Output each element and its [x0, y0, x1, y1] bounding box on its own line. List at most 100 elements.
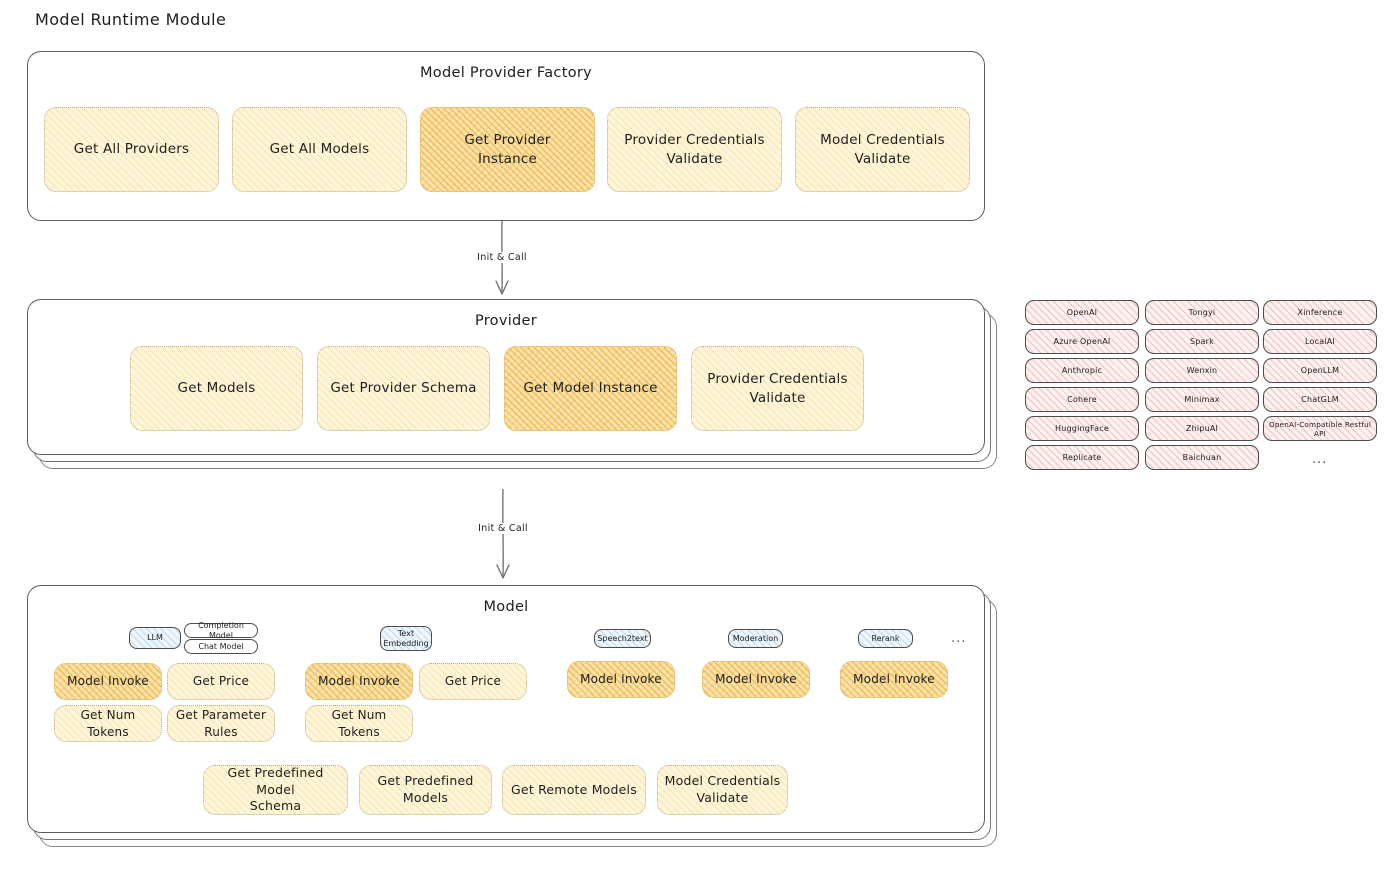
chip-label: OpenLLM [1300, 366, 1340, 375]
provider-node-get-models[interactable]: Get Models [130, 346, 303, 431]
model-subtype-badge-completion-model[interactable]: Completion Model [184, 620, 258, 640]
node-label: Get Provider Instance [464, 132, 551, 167]
provider-chip-zhipuai[interactable]: ZhipuAI [1145, 416, 1259, 441]
badge-label: Rerank [871, 633, 900, 643]
node-label: Get All Models [269, 141, 370, 158]
chip-label: Replicate [1062, 453, 1102, 462]
chip-label: OpenAI [1066, 308, 1098, 317]
model-shared-get-remote-models[interactable]: Get Remote Models [502, 765, 646, 815]
factory-title: Model Provider Factory [419, 65, 593, 81]
model-type-badge-llm[interactable]: LLM [129, 627, 181, 649]
provider-list-more-ellipsis: ... [1312, 452, 1328, 467]
provider-chip-chatglm[interactable]: ChatGLM [1263, 387, 1377, 412]
provider-chip-tongyi[interactable]: Tongyi [1145, 300, 1259, 325]
node-label: Get Num Tokens [331, 708, 387, 739]
badge-label: LLM [147, 633, 163, 643]
chip-label: LocalAI [1305, 337, 1335, 346]
node-label: Model Invoke [318, 674, 400, 689]
chip-label: Cohere [1067, 395, 1097, 404]
chip-label: OpenAI-Compatible Restful API [1268, 419, 1372, 438]
chip-label: ChatGLM [1301, 395, 1339, 404]
provider-chip-azure-openai[interactable]: Azure OpenAI [1025, 329, 1139, 354]
node-label: Get Provider Schema [330, 380, 477, 397]
factory-node-get-all-providers[interactable]: Get All Providers [44, 107, 219, 192]
model-shared-get-predefined-models[interactable]: Get Predefined Models [359, 765, 492, 815]
node-label: Model Credentials Validate [820, 132, 945, 167]
factory-node-get-all-models[interactable]: Get All Models [232, 107, 407, 192]
factory-node-model-credentials-validate[interactable]: Model Credentials Validate [795, 107, 970, 192]
provider-node-provider-credentials-validate[interactable]: Provider Credentials Validate [691, 346, 864, 431]
provider-chip-openai-compatible-restful-api[interactable]: OpenAI-Compatible Restful API [1263, 416, 1377, 441]
arrow-label-init-call-2: Init & Call [473, 523, 533, 534]
provider-chip-wenxin[interactable]: Wenxin [1145, 358, 1259, 383]
moderation-method-model-invoke[interactable]: Model Invoke [702, 661, 810, 698]
badge-label: Completion Model [198, 620, 244, 640]
provider-chip-cohere[interactable]: Cohere [1025, 387, 1139, 412]
node-label: Get Price [444, 674, 502, 689]
node-label: Provider Credentials Validate [624, 132, 765, 167]
text-embedding-method-model-invoke[interactable]: Model Invoke [305, 663, 413, 700]
model-types-more-ellipsis: ... [951, 631, 967, 646]
model-shared-model-credentials-validate[interactable]: Model Credentials Validate [657, 765, 788, 815]
node-label: Get Model Instance [523, 380, 658, 397]
model-subtype-badge-chat-model[interactable]: Chat Model [184, 639, 258, 654]
node-label: Get Predefined Models [377, 773, 474, 805]
provider-chip-localai[interactable]: LocalAI [1263, 329, 1377, 354]
node-label: Get All Providers [73, 141, 190, 158]
node-label: Model Invoke [715, 672, 797, 687]
llm-method-get-parameter-rules[interactable]: Get Parameter Rules [167, 705, 275, 742]
arrow-label-init-call-1: Init & Call [472, 252, 532, 263]
provider-chip-baichuan[interactable]: Baichuan [1145, 445, 1259, 470]
provider-node-get-model-instance[interactable]: Get Model Instance [504, 346, 677, 431]
text-embedding-method-get-price[interactable]: Get Price [419, 663, 527, 700]
badge-label: Moderation [732, 633, 779, 643]
model-type-badge-speech2text[interactable]: Speech2text [594, 629, 651, 648]
provider-chip-spark[interactable]: Spark [1145, 329, 1259, 354]
chip-label: ZhipuAI [1185, 424, 1219, 433]
model-title: Model [483, 599, 529, 615]
llm-method-get-price[interactable]: Get Price [167, 663, 275, 700]
factory-node-provider-credentials-validate[interactable]: Provider Credentials Validate [607, 107, 782, 192]
provider-chip-openai[interactable]: OpenAI [1025, 300, 1139, 325]
provider-title: Provider [474, 313, 538, 329]
node-label: Get Predefined Model Schema [227, 764, 324, 814]
chip-label: Wenxin [1186, 366, 1218, 375]
page-title: Model Runtime Module [35, 10, 227, 29]
model-type-badge-moderation[interactable]: Moderation [728, 629, 783, 648]
provider-chip-xinference[interactable]: Xinference [1263, 300, 1377, 325]
node-label: Get Price [192, 674, 250, 689]
chip-label: Baichuan [1182, 453, 1222, 462]
chip-label: Spark [1190, 337, 1214, 346]
model-type-badge-rerank[interactable]: Rerank [858, 629, 913, 648]
rerank-method-model-invoke[interactable]: Model Invoke [840, 661, 948, 698]
node-label: Get Num Tokens [80, 708, 136, 739]
chip-label: Minimax [1184, 395, 1220, 404]
provider-chip-replicate[interactable]: Replicate [1025, 445, 1139, 470]
provider-node-get-provider-schema[interactable]: Get Provider Schema [317, 346, 490, 431]
chip-label: HuggingFace [1055, 424, 1109, 433]
text-embedding-method-get-num-tokens[interactable]: Get Num Tokens [305, 705, 413, 742]
provider-chip-anthropic[interactable]: Anthropic [1025, 358, 1139, 383]
node-label: Get Models [177, 380, 256, 397]
speech2text-method-model-invoke[interactable]: Model Invoke [567, 661, 675, 698]
badge-label: Speech2text [597, 633, 648, 643]
provider-chip-huggingface[interactable]: HuggingFace [1025, 416, 1139, 441]
node-label: Get Parameter Rules [175, 708, 267, 739]
llm-method-get-num-tokens[interactable]: Get Num Tokens [54, 705, 162, 742]
arrow-provider-to-model [496, 489, 510, 579]
node-label: Provider Credentials Validate [707, 371, 848, 406]
llm-method-model-invoke[interactable]: Model Invoke [54, 663, 162, 700]
node-label: Model Credentials Validate [664, 773, 781, 805]
model-type-badge-text-embedding[interactable]: Text Embedding [380, 626, 432, 651]
provider-chip-openllm[interactable]: OpenLLM [1263, 358, 1377, 383]
node-label: Model Invoke [580, 672, 662, 687]
chip-label: Tongyi [1188, 308, 1216, 317]
badge-label: Text Embedding [383, 628, 429, 648]
node-label: Get Remote Models [511, 781, 637, 797]
model-shared-get-predefined-model-schema[interactable]: Get Predefined Model Schema [203, 765, 348, 815]
chip-label: Xinference [1297, 308, 1343, 317]
factory-node-get-provider-instance[interactable]: Get Provider Instance [420, 107, 595, 192]
provider-chip-minimax[interactable]: Minimax [1145, 387, 1259, 412]
node-label: Model Invoke [853, 672, 935, 687]
